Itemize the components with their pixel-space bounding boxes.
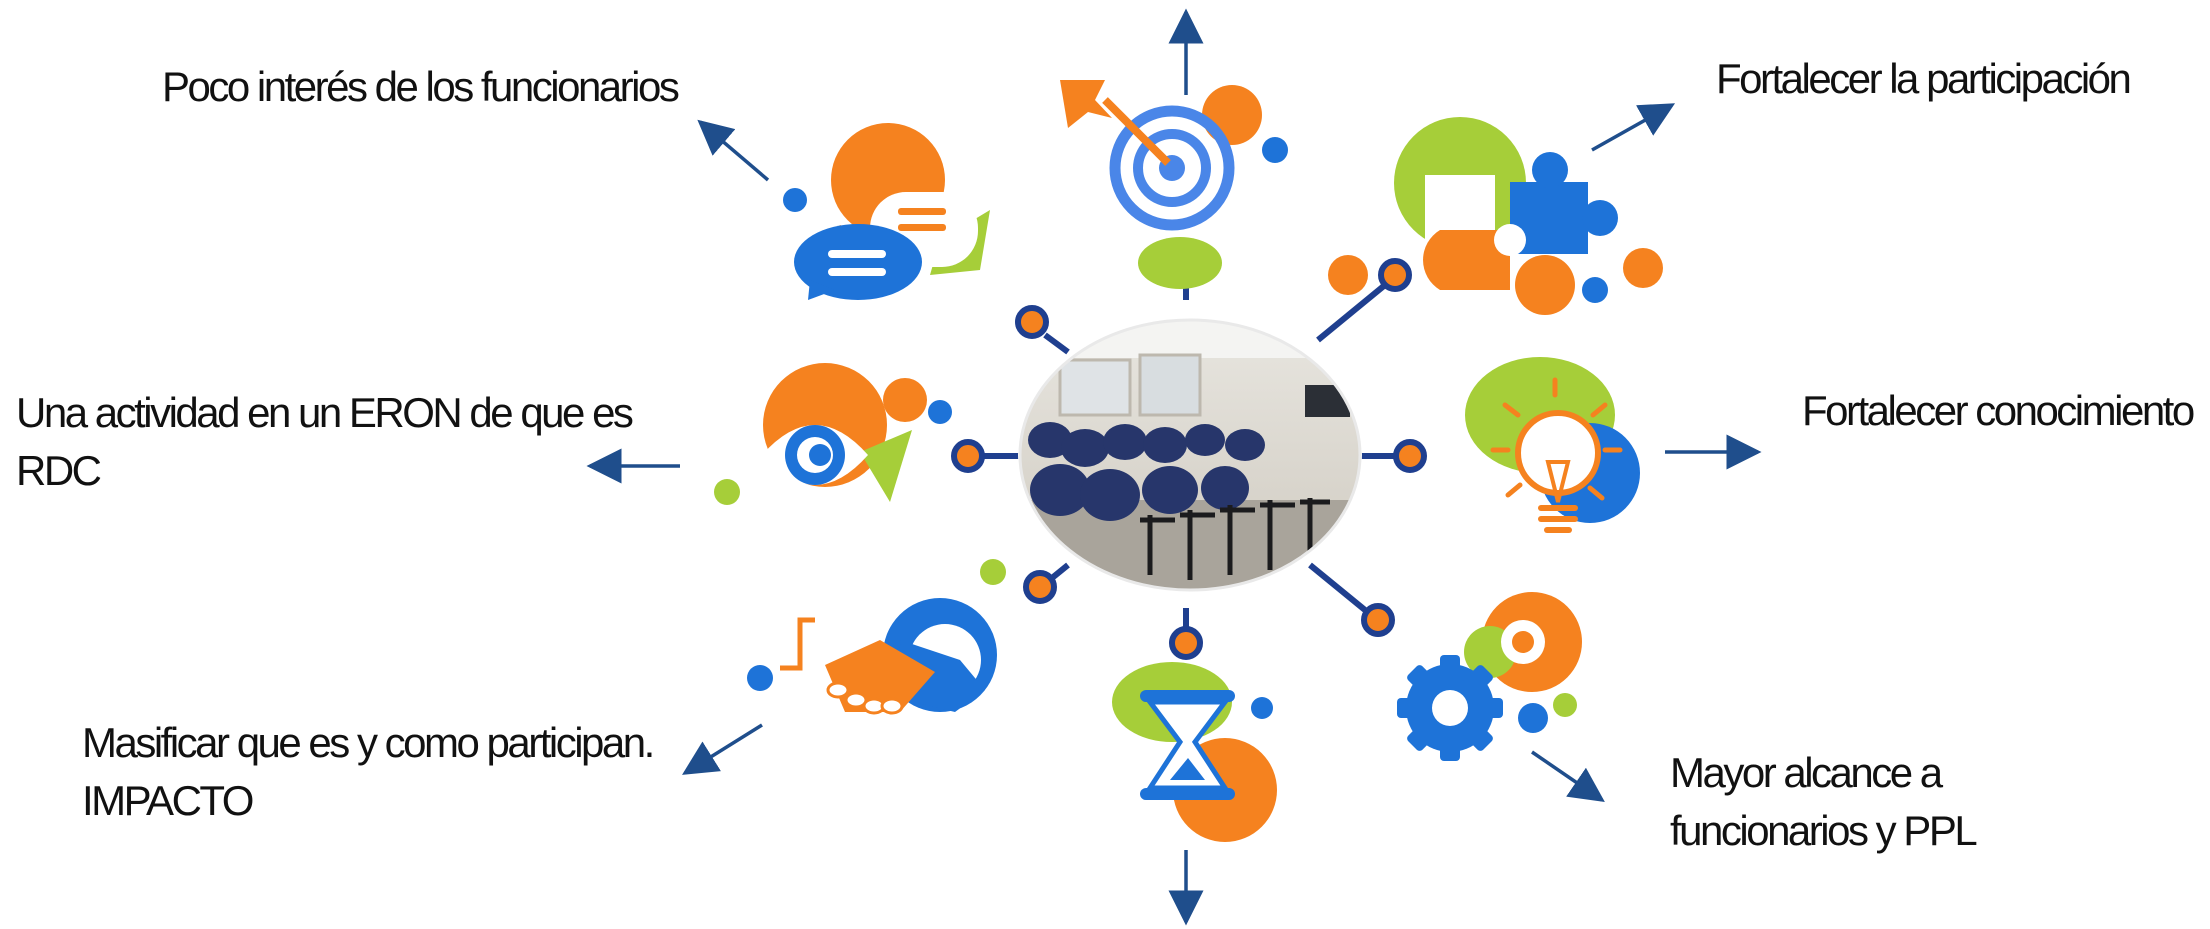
label-bottom-right-line2: funcionarios y PPL: [1670, 807, 1978, 854]
label-bottom-left: Masificar que es y como participan. IMPA…: [82, 714, 655, 830]
label-top-right: Fortalecer la participación: [1716, 50, 2132, 108]
label-mid-right: Fortalecer conocimiento: [1802, 382, 2195, 440]
lightbulb-icon: [1465, 357, 1640, 533]
handshake-icon: [747, 559, 1006, 715]
target-arrow-icon: [1060, 80, 1288, 289]
label-mid-left-line2: RDC: [16, 447, 102, 494]
puzzle-icon: [1328, 117, 1663, 315]
chat-bubbles-icon: [783, 123, 990, 300]
label-mid-left: Una actividad en un ERON de que es RDC: [16, 384, 634, 500]
eye-icon: [714, 363, 952, 505]
label-mid-right-text: Fortalecer conocimiento: [1802, 387, 2195, 434]
key-top-right: [1316, 258, 1412, 343]
label-top-left: Poco interés de los funcionarios: [162, 58, 680, 116]
connector-arrows: [586, 8, 1762, 926]
label-mid-left-line1: Una actividad en un ERON de que es: [16, 389, 634, 436]
key-left: [951, 439, 1022, 473]
arrow-bottom-right: [1531, 750, 1605, 802]
gears-icon: [1397, 592, 1582, 761]
key-right: [1358, 439, 1427, 473]
hourglass-icon: [1112, 662, 1277, 842]
label-top-right-text: Fortalecer la participación: [1716, 55, 2132, 102]
label-bottom-right-line1: Mayor alcance a: [1670, 749, 1943, 796]
key-top-left: [1015, 305, 1070, 355]
arrow-top-left: [697, 119, 770, 182]
key-bottom-left: [1023, 562, 1070, 604]
label-bottom-left-line1: Masificar que es y como participan.: [82, 719, 655, 766]
label-bottom-right: Mayor alcance a funcionarios y PPL: [1670, 744, 1978, 860]
label-top-left-text: Poco interés de los funcionarios: [162, 63, 680, 110]
label-bottom-left-line2: IMPACTO: [82, 777, 254, 824]
arrow-bottom-left: [682, 723, 763, 775]
key-bottom: [1169, 608, 1203, 660]
classroom-photo: [1018, 318, 1362, 592]
arrow-top-right: [1591, 103, 1676, 152]
key-bottom-right: [1308, 562, 1395, 637]
